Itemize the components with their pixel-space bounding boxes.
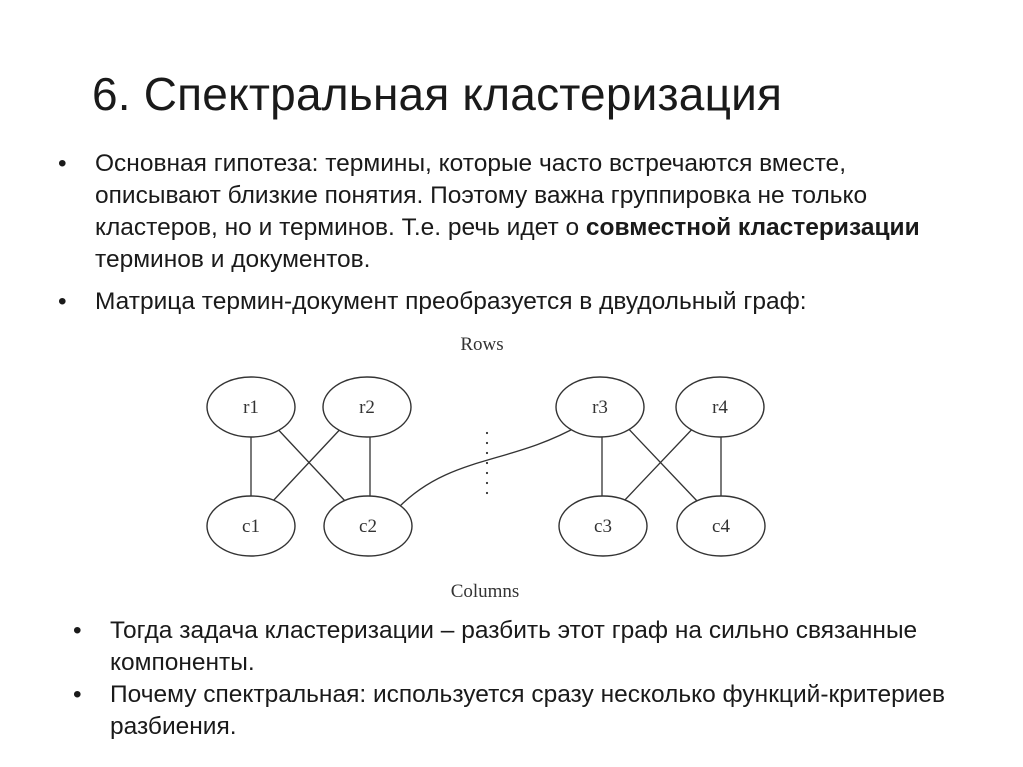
node-label: c4 (712, 516, 730, 537)
node-shape (323, 495, 413, 557)
slide-title: 6. Спектральная кластеризация (92, 68, 783, 120)
bullet-matrix: • Матрица термин-документ преобразуется … (58, 286, 975, 318)
row-node-r4: r4 (675, 376, 765, 438)
node-label: r3 (592, 397, 608, 418)
ellipsis-dot (485, 481, 489, 485)
node-shape (206, 376, 296, 438)
row-node-r3: r3 (555, 376, 645, 438)
node-label: r1 (243, 397, 259, 418)
row-node-r2: r2 (322, 376, 412, 438)
node-label: r4 (712, 397, 728, 418)
node-shape (676, 495, 766, 557)
bullet-text: Матрица термин-документ преобразуется в … (95, 288, 807, 315)
edge-r4-c3 (622, 422, 699, 503)
bottom-bullet-list: • Тогда задача кластеризации – разбить э… (73, 615, 990, 743)
top-bullet-list: • Основная гипотеза: термины, которые ча… (58, 148, 975, 318)
ellipsis-dots (485, 431, 489, 495)
bullet-hypothesis: • Основная гипотеза: термины, которые ча… (58, 148, 975, 276)
bullet-text-bold: совместной кластеризации (585, 214, 920, 241)
row-node-r1: r1 (206, 376, 296, 438)
node-shape (322, 376, 412, 438)
node-shape (206, 495, 296, 557)
graph-edges (250, 422, 722, 509)
edge-c2-r3 (397, 424, 581, 509)
node-label: c3 (594, 516, 612, 537)
bullet-marker: • (58, 288, 67, 315)
bullet-task: • Тогда задача кластеризации – разбить э… (73, 615, 990, 679)
node-shape (558, 495, 648, 557)
bullet-text-part2: терминов и документов. (95, 246, 371, 273)
ellipsis-dot (485, 491, 489, 495)
column-node-c3: c3 (558, 495, 648, 557)
bullet-marker: • (73, 681, 82, 708)
bullet-marker: • (58, 150, 67, 177)
node-label: c2 (359, 516, 377, 537)
columns-label: Columns (451, 581, 520, 602)
bullet-text: Почему спектральная: используется сразу … (110, 681, 946, 740)
column-node-c4: c4 (676, 495, 766, 557)
rows-label: Rows (460, 334, 503, 355)
bullet-text-part1: Основная гипотеза: термины, которые част… (95, 150, 868, 241)
ellipsis-dot (485, 441, 489, 445)
bipartite-graph-diagram: Rows r1 r2 r3 (206, 334, 766, 602)
column-nodes: c1 c2 c3 c4 (206, 495, 766, 557)
ellipsis-dot (485, 471, 489, 475)
bullet-text: Тогда задача кластеризации – разбить это… (110, 617, 918, 676)
ellipsis-dot (485, 451, 489, 455)
row-nodes: r1 r2 r3 r4 (206, 376, 765, 438)
column-node-c1: c1 (206, 495, 296, 557)
bullet-why-spectral: • Почему спектральная: используется сраз… (73, 679, 990, 743)
ellipsis-dot (485, 431, 489, 435)
column-node-c2: c2 (323, 495, 413, 557)
bullet-marker: • (73, 617, 82, 644)
edge-r2-c1 (271, 422, 347, 503)
ellipsis-dot (485, 461, 489, 465)
node-label: r2 (359, 397, 375, 418)
node-shape (555, 376, 645, 438)
node-label: c1 (242, 516, 260, 537)
node-shape (675, 376, 765, 438)
